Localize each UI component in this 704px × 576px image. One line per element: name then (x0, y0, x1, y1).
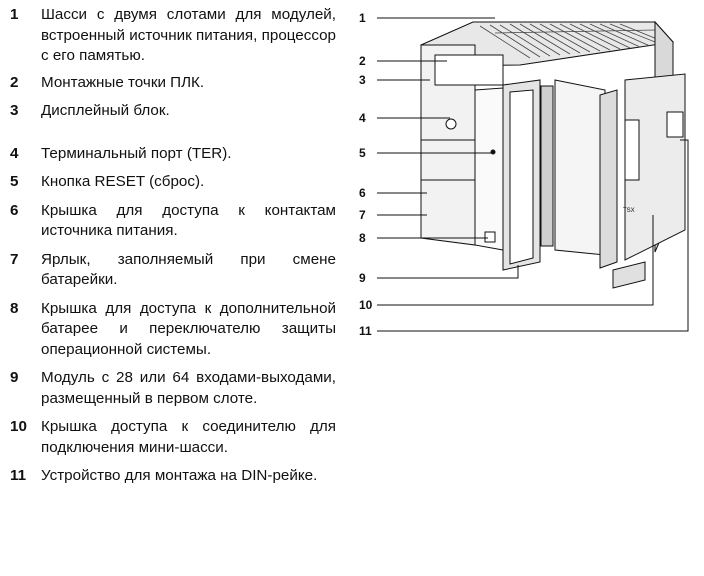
chassis-ribs (479, 23, 668, 59)
legend-item: 10 Крышка доступа к соединителю для подк… (10, 417, 336, 458)
legend-text: Устройство для монтажа на DIN-рейке. (41, 467, 318, 484)
legend-text: Ярлык, заполняемый при смене батарейки. (41, 250, 336, 289)
callout-9: 9 (359, 271, 366, 285)
ter-port (445, 118, 457, 130)
callout-6: 6 (359, 186, 366, 200)
legend-text: Терминальный порт (TER). (41, 144, 232, 162)
callout-7: 7 (359, 208, 366, 222)
callout-10: 10 (359, 298, 373, 312)
legend-item: 2 Монтажные точки ПЛК. (10, 73, 336, 94)
legend-item: 1 Шасси с двумя слотами для модулей, вст… (10, 5, 336, 67)
legend-item: 3 Дисплейный блок. (10, 101, 336, 122)
io-connector (540, 85, 554, 247)
legend-text: Крышка для доступа к контактам источника… (41, 201, 336, 240)
legend-text: Крышка доступа к соединителю для подключ… (41, 418, 336, 456)
legend-number: 3 (10, 102, 19, 119)
callout-4: 4 (359, 111, 366, 125)
plc-drawing: TSX 1 2 3 4 5 6 7 8 9 10 11 (359, 11, 689, 338)
legend-text: Шасси с двумя слотами для модулей, встро… (41, 6, 336, 64)
battery-cover (484, 231, 496, 243)
plc-illustration: TSX 1 2 3 4 5 6 7 8 9 10 11 (355, 0, 704, 345)
legend-text: Кнопка RESET (сброс). (41, 173, 205, 190)
callout-11: 11 (359, 324, 372, 338)
legend-number: 7 (10, 250, 19, 268)
legend-number: 6 (10, 201, 19, 219)
legend-item: 6 Крышка для доступа к контактам источни… (10, 201, 336, 242)
callout-2: 2 (359, 54, 366, 68)
legend-text: Крышка для доступа к дополнительной бата… (41, 299, 336, 358)
legend-list: 1 Шасси с двумя слотами для модулей, вст… (10, 5, 336, 487)
slot-cover (554, 79, 606, 256)
din-clip (666, 111, 684, 138)
display-block (434, 54, 504, 86)
callout-1: 1 (359, 11, 366, 25)
legend-number: 1 (10, 6, 19, 23)
device-badge: TSX (623, 208, 635, 214)
legend-item: 8 Крышка для доступа к дополнительной ба… (10, 299, 336, 361)
legend-number: 5 (10, 173, 19, 190)
cpu-door (474, 87, 504, 251)
legend-item: 4 Терминальный порт (TER). (10, 144, 336, 165)
legend-number: 2 (10, 73, 19, 91)
legend-number: 11 (10, 467, 27, 484)
legend-item: 11 Устройство для монтажа на DIN-рейке. (10, 466, 336, 487)
legend-number: 8 (10, 299, 19, 317)
callout-5: 5 (359, 146, 366, 160)
legend-text: Монтажные точки ПЛК. (41, 73, 205, 91)
legend-number: 4 (10, 144, 19, 162)
legend-text: Модуль с 28 или 64 входами-выходами, раз… (41, 369, 336, 407)
legend-item: 7 Ярлык, заполняемый при смене батарейки… (10, 250, 336, 291)
legend-item: 9 Модуль с 28 или 64 входами-выходами, р… (10, 368, 336, 409)
legend-number: 9 (10, 369, 19, 386)
legend-text: Дисплейный блок. (41, 102, 170, 119)
legend-number: 10 (10, 418, 27, 435)
callout-lines (377, 17, 689, 332)
mini-chassis-cover (612, 261, 646, 289)
callout-3: 3 (359, 73, 366, 87)
callout-8: 8 (359, 231, 366, 245)
legend-item: 5 Кнопка RESET (сброс). (10, 172, 336, 193)
